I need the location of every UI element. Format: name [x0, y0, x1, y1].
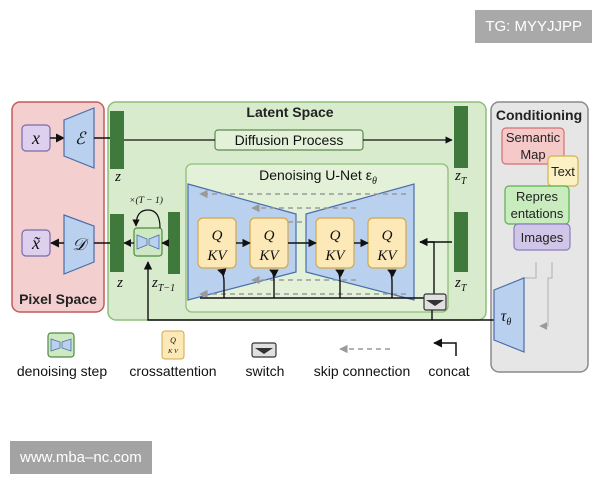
latent-bar-zT-top [454, 106, 468, 168]
conditioning-feed [200, 237, 452, 299]
representations-label-2: entations [511, 206, 564, 221]
qkv-box-3: Q KV [315, 217, 355, 269]
latent-bar-z-top [110, 111, 124, 169]
legend-denoising-icon [47, 332, 75, 358]
zT1-label: zT−1 [151, 275, 175, 294]
diffusion-process-label: Diffusion Process [235, 132, 344, 148]
representations-label-1: Repres [516, 189, 558, 204]
z-label-top: z [114, 169, 121, 185]
svg-text:KV: KV [376, 248, 398, 264]
unet-label: Denoising U-Net εθ [259, 167, 377, 187]
legend-skip-label: skip connection [314, 363, 411, 379]
svg-text:KV: KV [206, 248, 228, 264]
legend-switch-icon [251, 342, 277, 358]
loop-arrow [132, 209, 161, 229]
images-box [513, 223, 571, 251]
legend-crossattention-label: crossattention [129, 363, 216, 379]
semantic-map-label-1: Semantic [506, 130, 561, 145]
zT-label-top: zT [454, 168, 468, 187]
watermark-bottom: www.mba–nc.com [10, 441, 152, 474]
tau-encoder-shape [493, 277, 525, 353]
text-label: Text [551, 164, 575, 179]
output-x-tilde-symbol: x̃ [31, 233, 41, 253]
legend-concat-icon [433, 338, 457, 356]
svg-text:KV: KV [324, 248, 346, 264]
svg-text:Q: Q [382, 228, 393, 244]
encoder-symbol: ℰ [75, 129, 87, 148]
zT-label-bottom: zT [454, 275, 468, 294]
svg-text:Q: Q [170, 336, 176, 345]
qkv-box-4: Q KV [367, 217, 407, 269]
latent-bar-zT-bottom [454, 212, 468, 272]
pixel-space-label: Pixel Space [19, 291, 97, 307]
watermark-top: TG: MYYJJPP [475, 10, 592, 43]
input-x-symbol: x [31, 128, 40, 148]
legend-concat-label: concat [428, 363, 469, 379]
tau-output-line [143, 261, 494, 321]
svg-text:Q: Q [264, 228, 275, 244]
legend-denoising-label: denoising step [17, 363, 108, 379]
svg-text:K V: K V [167, 348, 179, 355]
latent-bar-zT1 [168, 212, 180, 274]
conditioning-label: Conditioning [496, 107, 582, 123]
svg-text:Q: Q [212, 228, 223, 244]
tau-symbol: τθ [501, 308, 512, 328]
output-x-tilde-box [21, 229, 51, 257]
svg-text:Q: Q [330, 228, 341, 244]
latent-bar-z-bottom [110, 214, 124, 272]
images-label: Images [521, 230, 564, 245]
unet-encoder-shape [187, 183, 297, 301]
decoder-symbol: 𝒟 [72, 235, 89, 254]
legend-switch-label: switch [246, 363, 285, 379]
svg-text:KV: KV [258, 248, 280, 264]
loop-label: ×(T − 1) [129, 195, 163, 206]
legend-crossattention-icon: Q K V [161, 330, 185, 360]
semantic-map-label-2: Map [520, 147, 545, 162]
encoder-shape [63, 107, 95, 169]
decoder-shape [63, 214, 95, 275]
z-label-bottom: z [116, 275, 123, 291]
skip-connections [199, 189, 406, 299]
latent-space-label: Latent Space [246, 104, 333, 120]
qkv-box-1: Q KV [197, 217, 237, 269]
qkv-box-2: Q KV [249, 217, 289, 269]
denoising-step-icon [133, 227, 163, 257]
semantic-map-box [501, 127, 565, 165]
